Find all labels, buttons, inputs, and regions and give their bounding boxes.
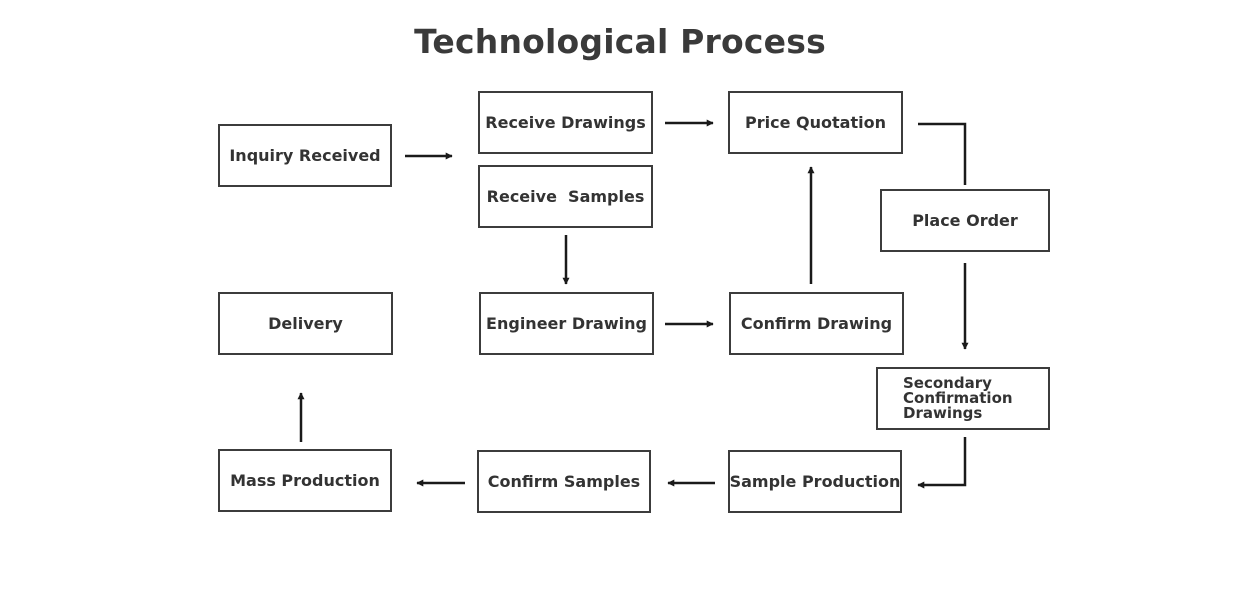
secondary-line-1: Secondary — [903, 374, 992, 392]
node-confirm-samples: Confirm Samples — [477, 450, 651, 513]
node-sample-production: Sample Production — [728, 450, 902, 513]
node-secondary-confirmation-drawings: Secondary Confirmation Drawings — [876, 367, 1050, 430]
node-place-order: Place Order — [880, 189, 1050, 252]
node-confirm-drawing: Confirm Drawing — [729, 292, 904, 355]
node-mass-production: Mass Production — [218, 449, 392, 512]
node-inquiry-received: Inquiry Received — [218, 124, 392, 187]
secondary-line-3: Drawings — [903, 404, 983, 422]
diagram-title: Technological Process — [414, 22, 826, 61]
secondary-line-2: Confirmation — [903, 389, 1013, 407]
node-delivery: Delivery — [218, 292, 393, 355]
node-price-quotation: Price Quotation — [728, 91, 903, 154]
node-engineer-drawing: Engineer Drawing — [479, 292, 654, 355]
arrow-price-quotation-to-place-order — [918, 122, 967, 185]
node-receive-drawings: Receive Drawings — [478, 91, 653, 154]
arrow-secondary-confirmation-to-sample-production — [917, 437, 967, 489]
node-receive-samples: Receive Samples — [478, 165, 653, 228]
